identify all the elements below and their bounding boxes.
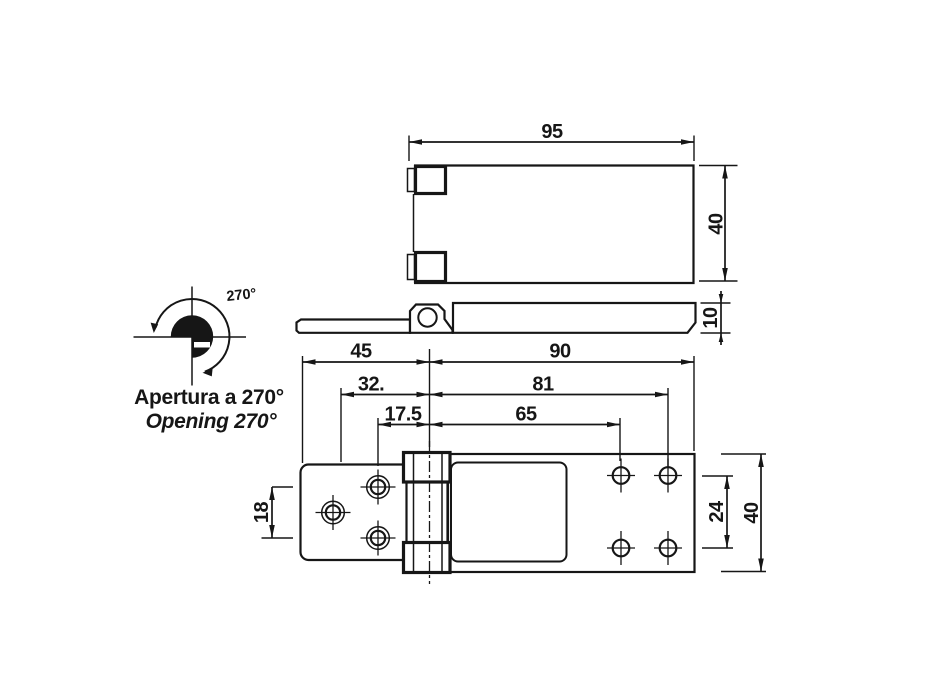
filled-270-sector [170,315,214,358]
knuckle-block-bottom [413,250,448,284]
top-view-plate-outline [414,164,695,285]
countersunk-hole [360,469,396,505]
plan-leaf-recess [450,461,568,563]
countersunk-hole [315,495,351,530]
dim-40-bottom-label: 40 [741,502,763,524]
dim-10-label: 10 [700,307,722,329]
bottom-view [299,450,696,575]
plain-hole [607,531,635,565]
side-view-left-leaf [295,318,412,334]
dim-65-label: 65 [515,404,537,426]
hinge-pin-circle [417,307,438,328]
dim-18-label: 18 [251,502,273,524]
angle-270-label: 270° [226,286,258,305]
plan-knuckle-block-bottom [401,540,452,575]
countersunk-hole [360,520,396,556]
hole-outer-circle [320,500,346,525]
dim-95-label: 95 [541,121,563,143]
extension-line [699,164,738,282]
knuckle-pin-strip-bottom [406,253,416,281]
rotation-arc [154,297,231,373]
dimension-annotations: 95 40 10 45 90 32. 81 17.5 65 18 [251,121,766,584]
hole-circle [658,466,678,485]
opening-caption: Opening 270° [146,410,278,433]
rotation-arc-arrow-bottom [202,368,213,377]
extension-line [301,356,695,463]
side-view [295,301,697,334]
hole-circle [611,538,631,558]
hole-outer-circle [365,474,391,500]
extension-line [340,388,669,467]
hole-outer-circle [365,525,391,551]
apertura-caption: Apertura a 270° [134,386,284,409]
knuckle-pin-strip-top [406,167,416,193]
knuckle-block-top [413,164,448,196]
dim-45-label: 45 [350,341,372,363]
dim-24-label: 24 [706,500,728,523]
hole-inner-circle [324,504,342,521]
dim-arrow [718,333,724,342]
dim-81-label: 81 [532,374,554,396]
dim-arrow [718,294,724,303]
extension-line [700,302,731,334]
sector-notch [194,342,210,348]
plain-hole [654,531,682,565]
hole-circle [611,466,631,485]
hole-inner-circle [369,478,387,496]
dim-40-top-label: 40 [706,213,728,235]
plan-right-leaf [446,452,696,574]
extension-line [261,486,293,539]
dim-17-5-label: 17.5 [385,404,422,426]
hole-circle [658,538,678,558]
dim-90-label: 90 [549,341,571,363]
plan-knuckle-block-top [401,450,452,484]
plain-hole [607,458,635,493]
side-view-right-leaf [451,301,697,334]
rotation-arc-arrow-left [150,322,159,333]
top-view [406,164,695,285]
dim-32-label: 32. [358,374,384,396]
hole-inner-circle [369,529,387,547]
opening-angle-symbol: 270° Apertura a 270° Opening 270° [133,286,284,433]
